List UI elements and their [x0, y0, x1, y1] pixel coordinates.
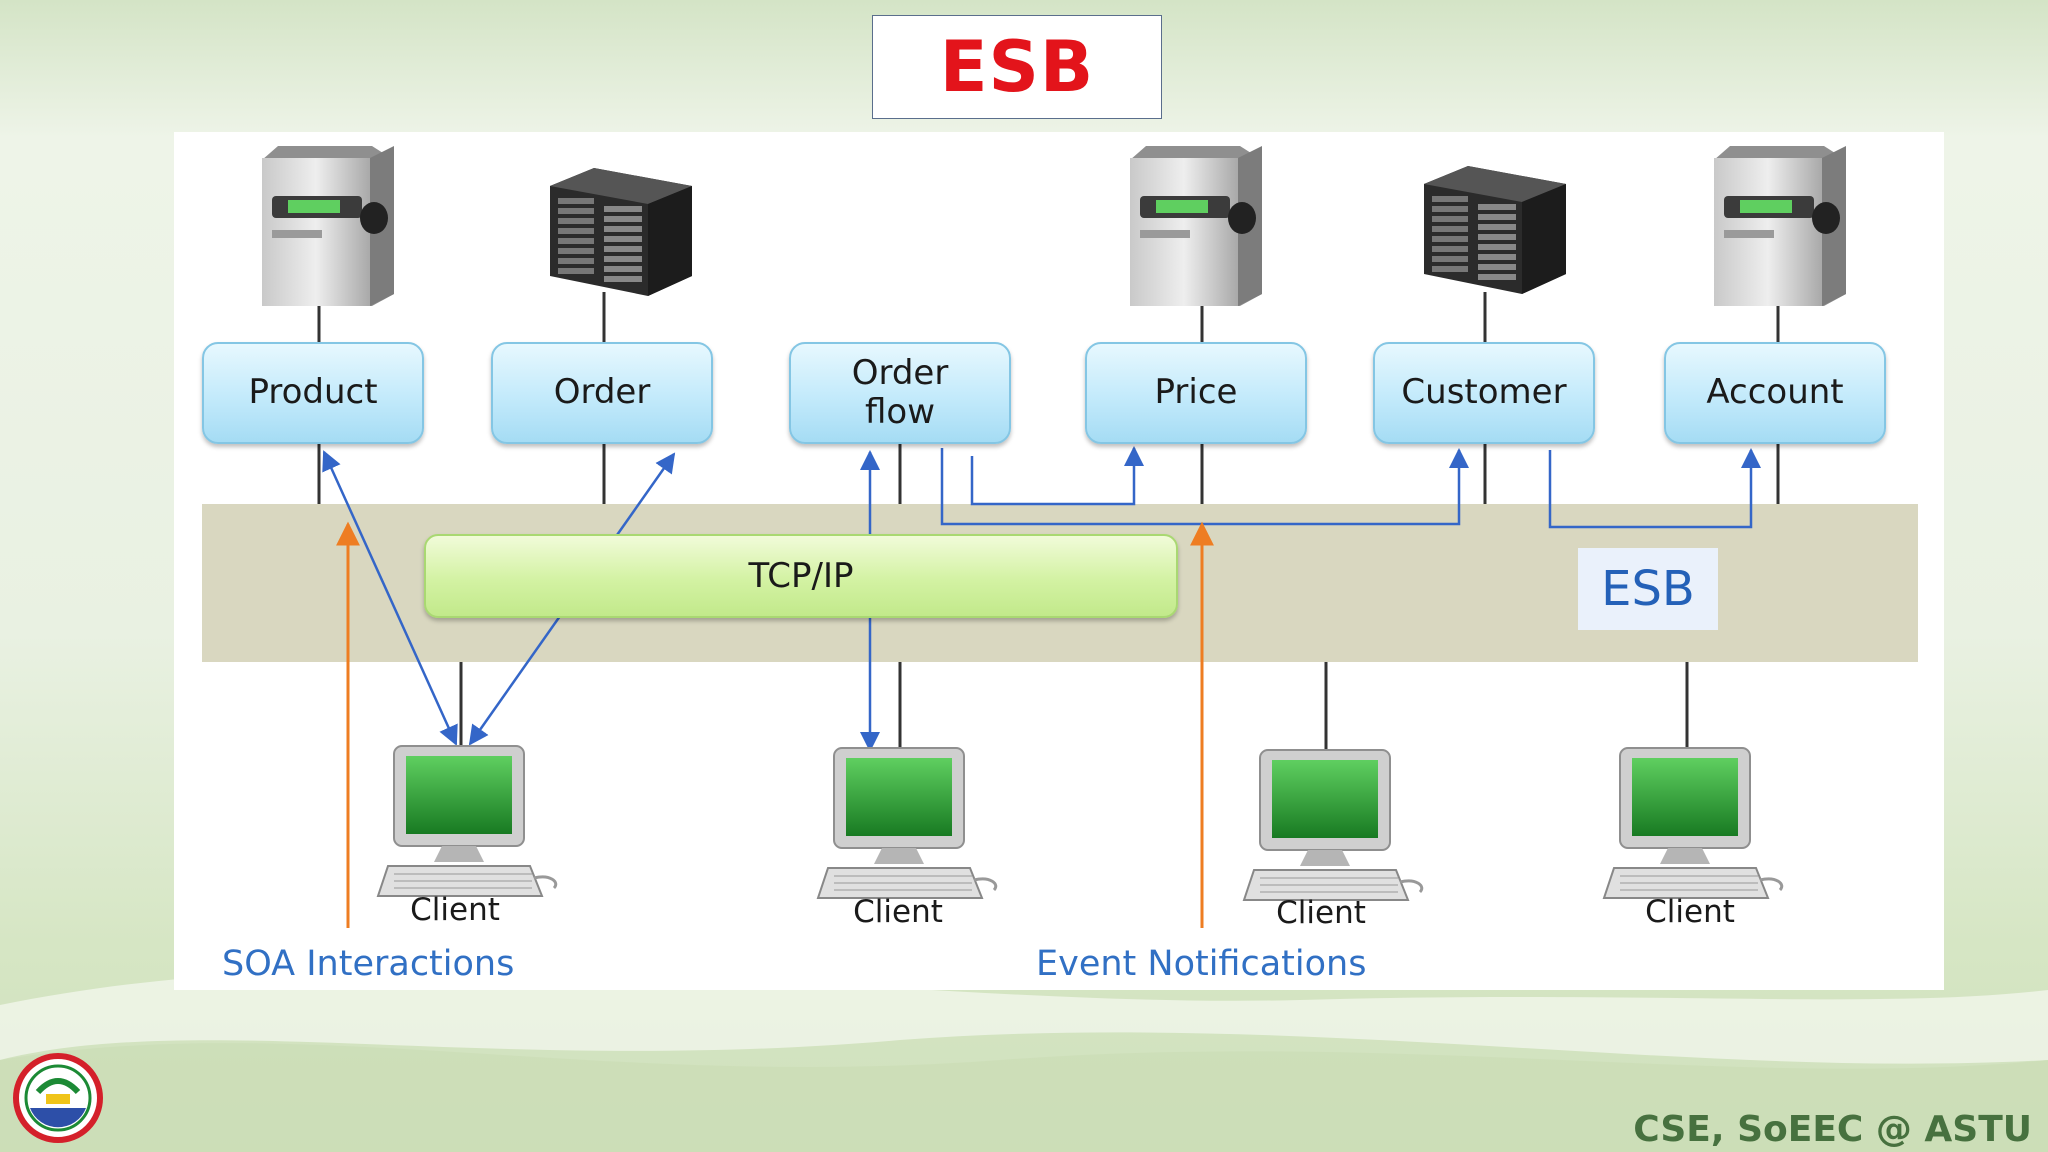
desktop-computer-icon: [1242, 749, 1424, 901]
service-label: Price: [1154, 372, 1238, 413]
soa-interactions-caption: SOA Interactions: [222, 944, 515, 984]
service-label: Order: [553, 372, 651, 413]
university-logo-icon: [13, 1053, 103, 1143]
client-label: Client: [1276, 895, 1366, 931]
tower-server-icon: [1714, 146, 1846, 306]
client-label: Client: [410, 892, 500, 928]
tower-server-icon: [1130, 146, 1262, 306]
rack-server-icon: [1424, 166, 1566, 294]
service-customer: Customer: [1373, 342, 1595, 444]
service-label: Product: [248, 372, 378, 413]
client-label: Client: [853, 894, 943, 930]
diagram-panel: Product Order Order flow Price Customer …: [174, 132, 1944, 990]
esb-bus-label: ESB: [1578, 548, 1718, 630]
service-order: Order: [491, 342, 713, 444]
service-label: Order flow: [851, 352, 949, 432]
event-arrows: [336, 521, 1214, 928]
desktop-computer-icon: [816, 747, 998, 899]
desktop-computer-icon: [1602, 747, 1784, 899]
tower-server-icon: [262, 146, 394, 306]
slide-title: ESB: [939, 26, 1095, 108]
desktop-computer-icon: [376, 745, 558, 897]
service-price: Price: [1085, 342, 1307, 444]
client-label: Client: [1645, 894, 1735, 930]
title-box: ESB: [872, 15, 1162, 119]
tcp-ip-label: TCP/IP: [748, 556, 854, 596]
service-account: Account: [1664, 342, 1886, 444]
service-label: Customer: [1401, 372, 1567, 413]
service-product: Product: [202, 342, 424, 444]
service-order-flow: Order flow: [789, 342, 1011, 444]
rack-server-icon: [550, 168, 692, 296]
tcp-ip-layer: TCP/IP: [424, 534, 1178, 618]
footer-text: CSE, SoEEC @ ASTU: [1633, 1109, 2032, 1150]
event-notifications-caption: Event Notifications: [1036, 944, 1367, 984]
service-label: Account: [1706, 372, 1844, 413]
